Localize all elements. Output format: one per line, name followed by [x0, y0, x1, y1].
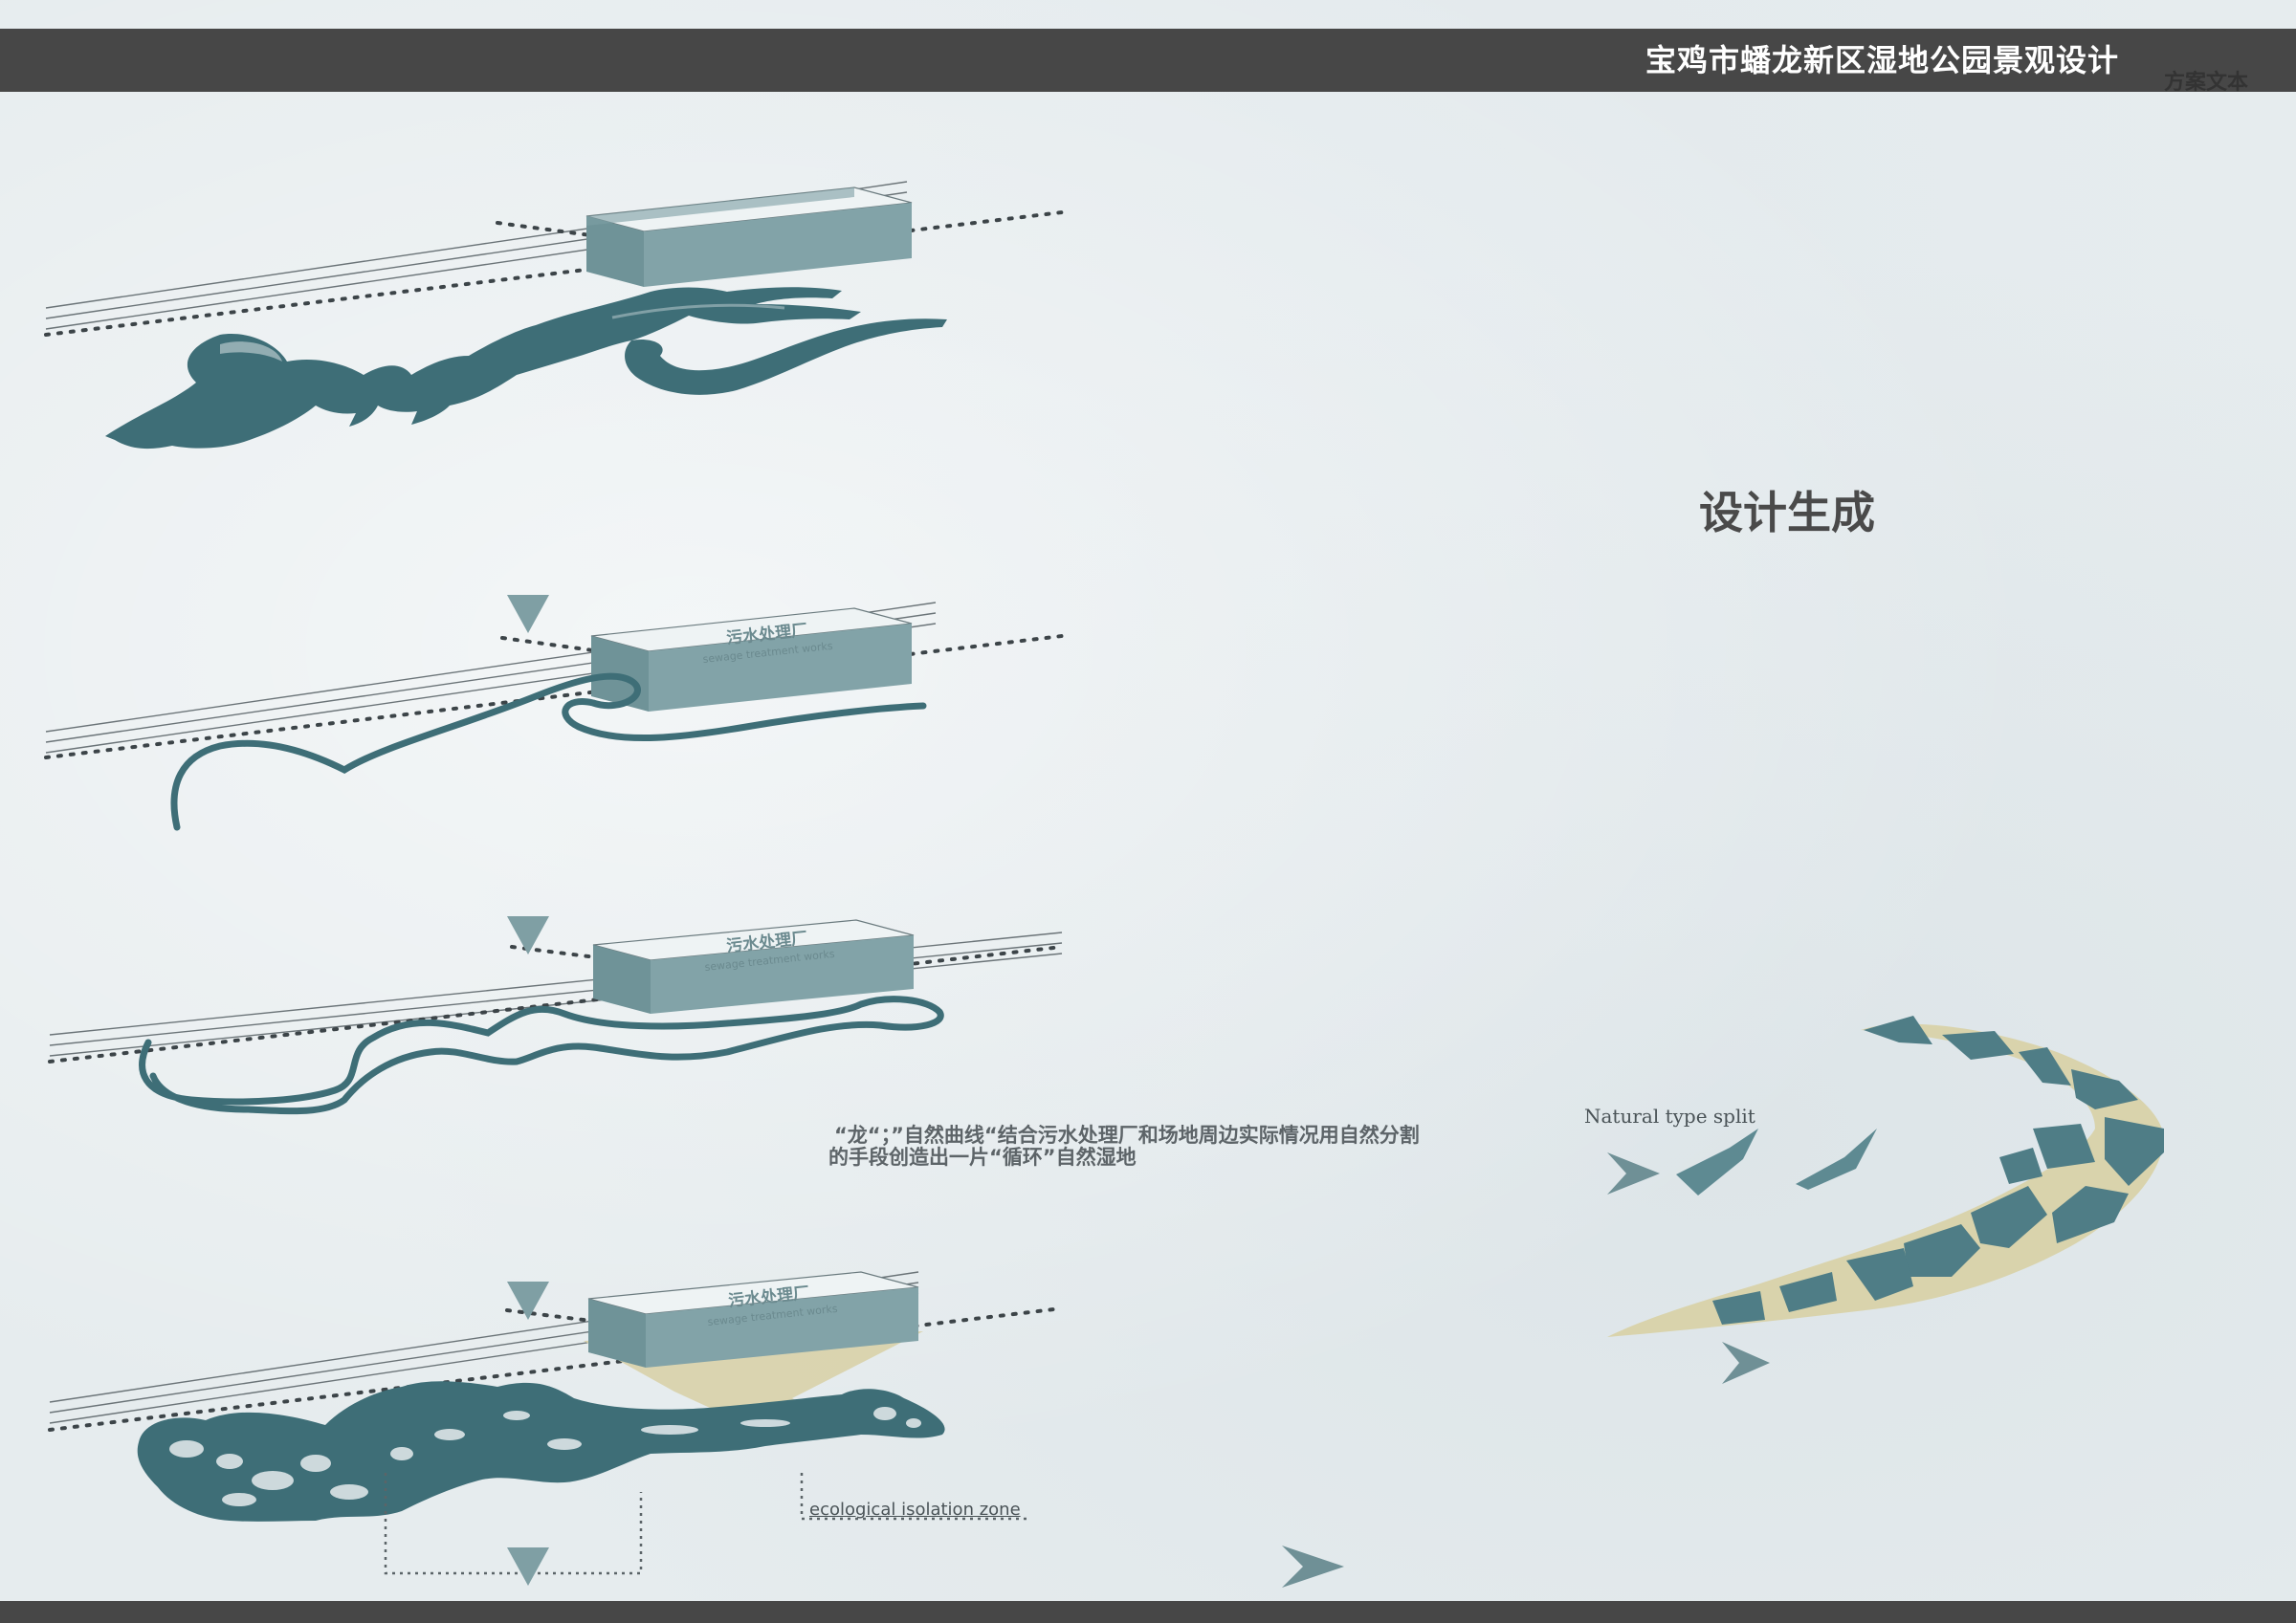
concept-text-line-2: 的手段创造出一片“循环”自然湿地 — [828, 1146, 1137, 1169]
curve-shape — [170, 672, 927, 831]
ecological-isolation-zone-label: ecological isolation zone — [809, 1500, 1021, 1520]
project-title: 宝鸡市蟠龙新区湿地公园景观设计 — [1645, 42, 2119, 78]
sewage-plant-block: 污水处理厂 sewage treatment works — [590, 607, 913, 712]
isolation-zone-bracket — [384, 1473, 1028, 1575]
section-title: 设计生成 — [1699, 487, 1875, 538]
horizontal-arrow-result — [1062, 1342, 1770, 1384]
document-type-label: 方案文本 — [2163, 71, 2248, 95]
sewage-plant-block: 污水处理厂 sewage treatment works — [592, 919, 915, 1014]
stage-2: 污水处理厂 sewage treatment works — [44, 602, 1064, 831]
stage-4: 污水处理厂 sewage treatment works — [48, 1271, 1064, 1575]
natural-split-crescent — [1607, 1016, 2164, 1337]
sewage-plant-block — [585, 186, 913, 287]
loop-shape — [139, 996, 944, 1115]
sewage-plant-block: 污水处理厂 sewage treatment works — [587, 1271, 919, 1368]
wetland-shape — [137, 1381, 945, 1522]
horizontal-arrow-concept — [777, 1152, 1660, 1195]
stage-3: 污水处理厂 sewage treatment works — [48, 919, 1064, 1115]
concept-text-line-1: “龙“；”自然曲线“结合污水处理厂和场地周边实际情况用自然分割 — [834, 1124, 1420, 1147]
stage-1 — [44, 181, 1064, 450]
natural-type-split-label: Natural type split — [1584, 1105, 1755, 1128]
footer-bar — [0, 1601, 2296, 1623]
vertical-flow-arrow — [507, 363, 549, 1586]
header-bar: 宝鸡市蟠龙新区湿地公园景观设计 — [0, 29, 2296, 92]
horizontal-arrow-bottom — [536, 1546, 1344, 1588]
